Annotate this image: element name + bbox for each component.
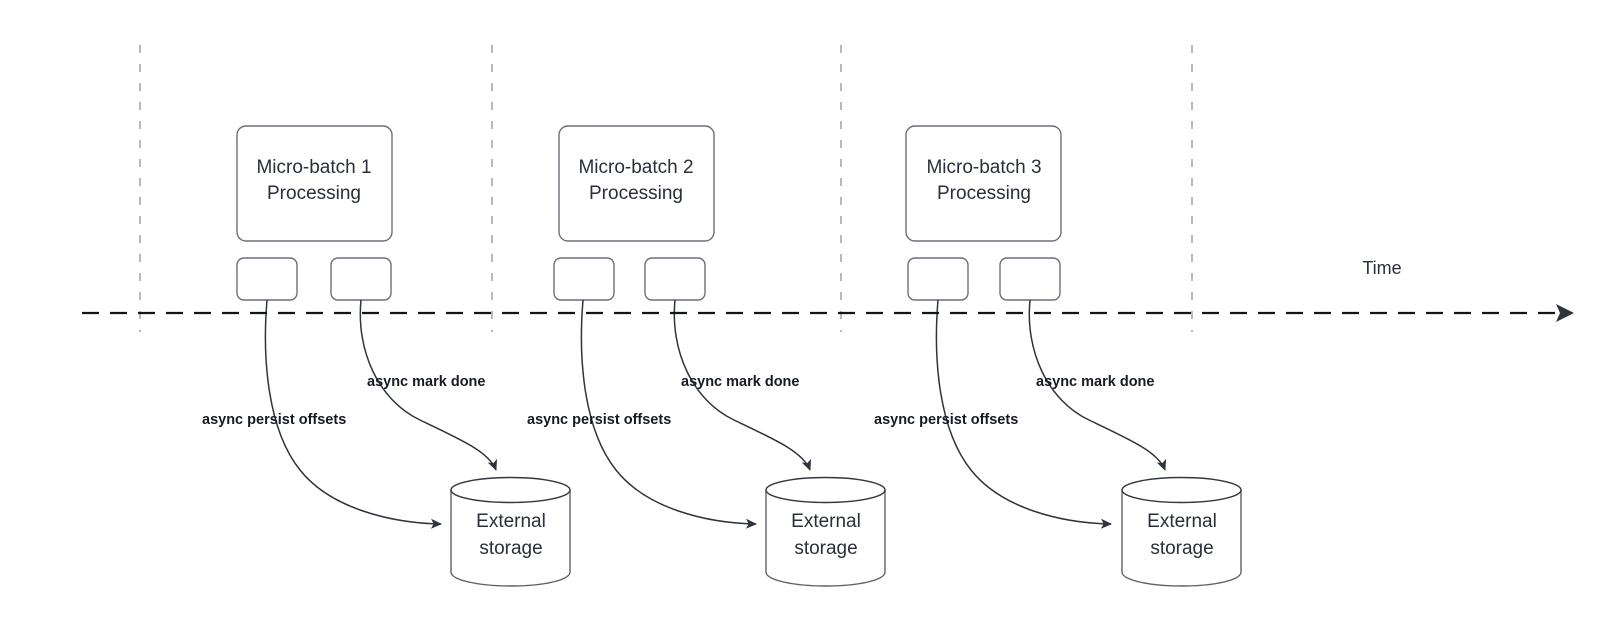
micro-batch-box-2[interactable] (558, 125, 715, 242)
edge-label-persist-3: async persist offsets (874, 412, 1018, 428)
micro-batch-label-2-line1: Micro-batch 2 (578, 157, 693, 178)
external-storage-1[interactable]: External storage (450, 476, 571, 587)
sub-box-1a[interactable] (236, 257, 298, 301)
edge-label-persist-1: async persist offsets (202, 412, 346, 428)
timeline-axis: Time (82, 258, 1574, 322)
sub-box-3b[interactable] (999, 257, 1061, 301)
timeline-label: Time (1362, 258, 1401, 278)
edge-label-mark-done-3: async mark done (1036, 374, 1154, 390)
flow-persist-1 (264, 299, 442, 529)
external-storage-2[interactable]: External storage (765, 476, 886, 587)
flow-mark-done-2 (673, 299, 812, 471)
flow-persist-2 (580, 299, 757, 529)
group-3: External storage Micro-batch 3 Processin… (874, 125, 1242, 587)
storage-label-2-line2: storage (794, 538, 857, 559)
storage-label-1-line2: storage (479, 538, 542, 559)
external-storage-3[interactable]: External storage (1121, 476, 1242, 587)
micro-batch-label-2-line2: Processing (589, 183, 683, 204)
micro-batch-box-3[interactable] (905, 125, 1062, 242)
flow-mark-done-3 (1028, 299, 1167, 471)
sub-box-2b[interactable] (644, 257, 706, 301)
flow-persist-3 (935, 299, 1112, 529)
timeline-arrowhead (1556, 304, 1574, 322)
sub-box-2a[interactable] (553, 257, 615, 301)
micro-batch-label-1-line2: Processing (267, 183, 361, 204)
micro-batch-box-1[interactable] (236, 125, 393, 242)
edge-label-mark-done-1: async mark done (367, 374, 485, 390)
sub-box-1b[interactable] (330, 257, 392, 301)
storage-label-3-line1: External (1147, 511, 1217, 532)
micro-batch-label-1-line1: Micro-batch 1 (256, 157, 371, 178)
edge-label-persist-2: async persist offsets (527, 412, 671, 428)
group-2: External storage Micro-batch 2 Processin… (527, 125, 886, 587)
micro-batch-label-3-line1: Micro-batch 3 (926, 157, 1041, 178)
sub-box-3a[interactable] (907, 257, 969, 301)
storage-label-2-line1: External (791, 511, 861, 532)
flow-mark-done-1 (359, 299, 498, 471)
micro-batch-label-3-line2: Processing (937, 183, 1031, 204)
group-1: External storage Micro-batch 1 Processin… (202, 125, 571, 587)
edge-label-mark-done-2: async mark done (681, 374, 799, 390)
storage-label-1-line1: External (476, 511, 546, 532)
storage-label-3-line2: storage (1150, 538, 1213, 559)
